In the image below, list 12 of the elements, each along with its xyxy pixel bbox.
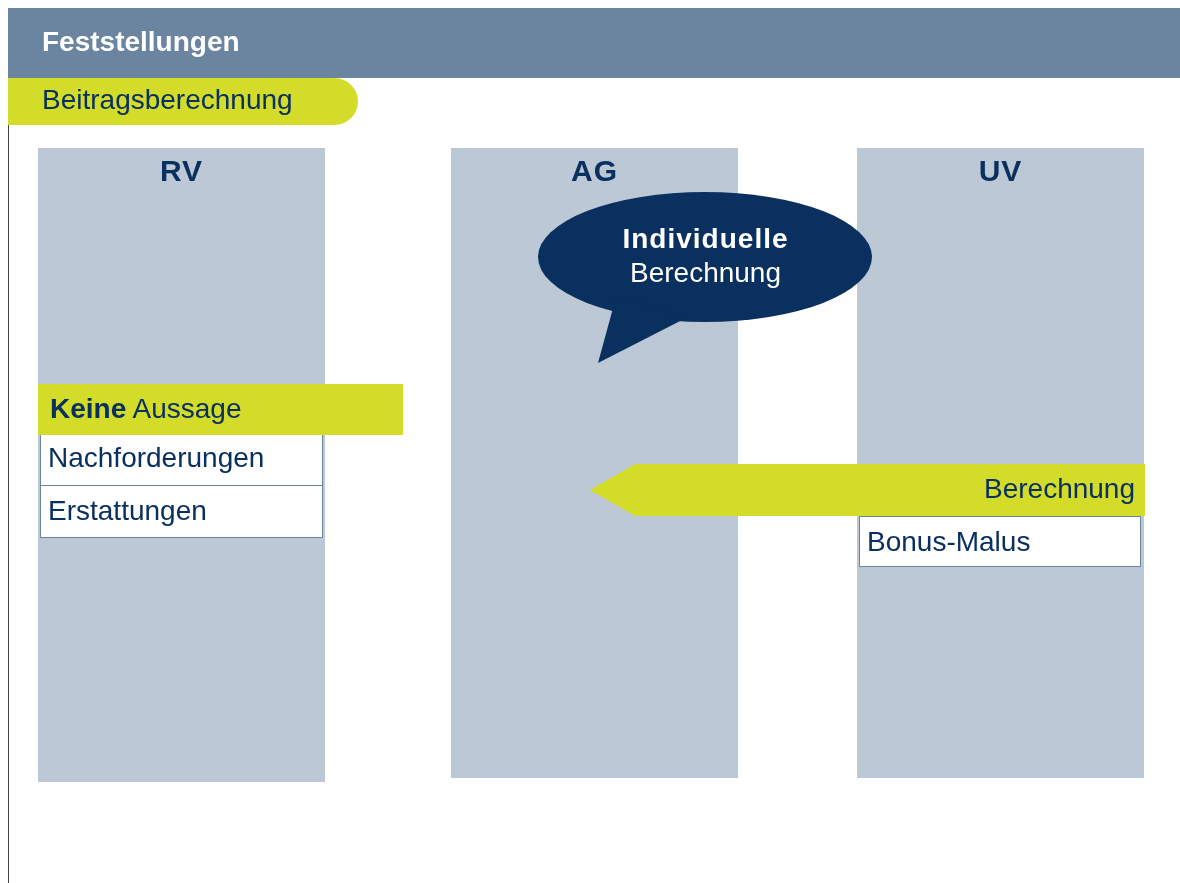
column-background: [857, 148, 1144, 778]
section-tab: Beitragsberechnung: [8, 78, 358, 125]
column-heading: RV: [158, 154, 205, 188]
list-item-box: Bonus-Malus: [859, 516, 1141, 567]
slide-title: Feststellungen: [42, 26, 240, 58]
column-background: [38, 148, 325, 782]
arrow-band: Berechnung: [590, 464, 1145, 516]
column-heading: UV: [977, 154, 1024, 188]
note-band: Keine Aussage: [38, 384, 403, 435]
list-item-box: Erstattungen: [40, 485, 323, 538]
list-item-box: Nachforderungen: [40, 432, 323, 486]
column-heading: AG: [570, 154, 619, 188]
